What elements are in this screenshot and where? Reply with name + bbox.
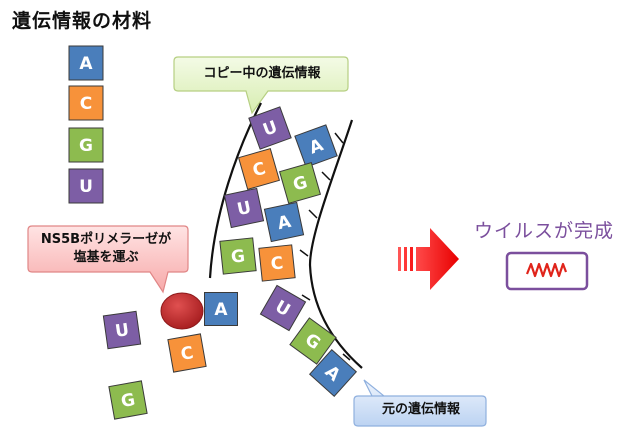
original-strand-tile-3: A — [263, 201, 305, 243]
legend-tile-u: U — [68, 168, 104, 204]
legend-tile-g: G — [68, 127, 104, 163]
carried-base-tile-letter: A — [214, 300, 228, 320]
ns5b-polymerase — [160, 292, 204, 330]
copy-strand-tile-3-letter: U — [235, 198, 253, 220]
callout-copy-bubble — [173, 56, 349, 115]
legend-tile-c-letter: C — [80, 94, 92, 114]
legend-tile-c: C — [68, 85, 104, 121]
free-base-tile-3-letter: G — [120, 390, 137, 412]
original-strand-tile-2-letter: G — [291, 172, 310, 195]
callout-original-label: 元の遺伝情報 — [381, 402, 460, 417]
free-base-tile-1: U — [102, 310, 142, 350]
copy-strand-tile-3: U — [223, 187, 265, 229]
copy-strand-tile-4: G — [219, 237, 257, 275]
original-strand-tile-4-letter: C — [270, 253, 285, 274]
original-strand-tile-2: G — [278, 161, 322, 205]
carried-base-tile: A — [204, 292, 238, 326]
original-strand-tile-1: A — [294, 124, 338, 168]
original-strand-tile-3-letter: A — [276, 212, 294, 234]
legend-tile-a: A — [68, 45, 104, 81]
copy-strand-tile-2-letter: C — [251, 159, 269, 182]
callout-polymerase-label: NS5Bポリメラーゼが 塩基を運ぶ — [26, 231, 186, 267]
copy-strand-tile-7: A — [308, 348, 358, 398]
callout-original-bubble — [353, 379, 487, 427]
callout-polymerase-line2: 塩基を運ぶ — [73, 250, 139, 265]
copy-strand-tile-6: G — [289, 317, 337, 365]
copy-strand-tile-1-letter: U — [260, 117, 280, 141]
original-strand-tile-4: C — [258, 244, 296, 282]
copy-strand-tile-5: U — [259, 284, 307, 332]
copy-strand-tile-4-letter: G — [230, 246, 246, 267]
free-base-tile-3: G — [108, 380, 148, 420]
legend-tile-a-letter: A — [79, 54, 93, 74]
callout-copy-label: コピー中の遺伝情報 — [203, 66, 321, 81]
page-title: 遺伝情報の材料 — [12, 10, 153, 32]
right-arrow — [398, 228, 459, 290]
free-base-tile-2: C — [167, 333, 207, 373]
result-label: ウイルスが完成 — [474, 220, 615, 242]
free-base-tile-2-letter: C — [179, 343, 195, 365]
legend-tile-u-letter: U — [79, 177, 93, 197]
virus-icon — [505, 251, 589, 291]
copy-strand-tile-2: C — [237, 147, 281, 191]
free-base-tile-1-letter: U — [114, 320, 130, 342]
callout-polymerase-bubble — [27, 225, 189, 294]
callout-polymerase-line1: NS5Bポリメラーゼが — [40, 232, 172, 247]
original-strand-backbone — [308, 119, 363, 369]
legend-tile-g-letter: G — [79, 136, 93, 156]
copy-strand-tile-1: U — [248, 106, 292, 150]
